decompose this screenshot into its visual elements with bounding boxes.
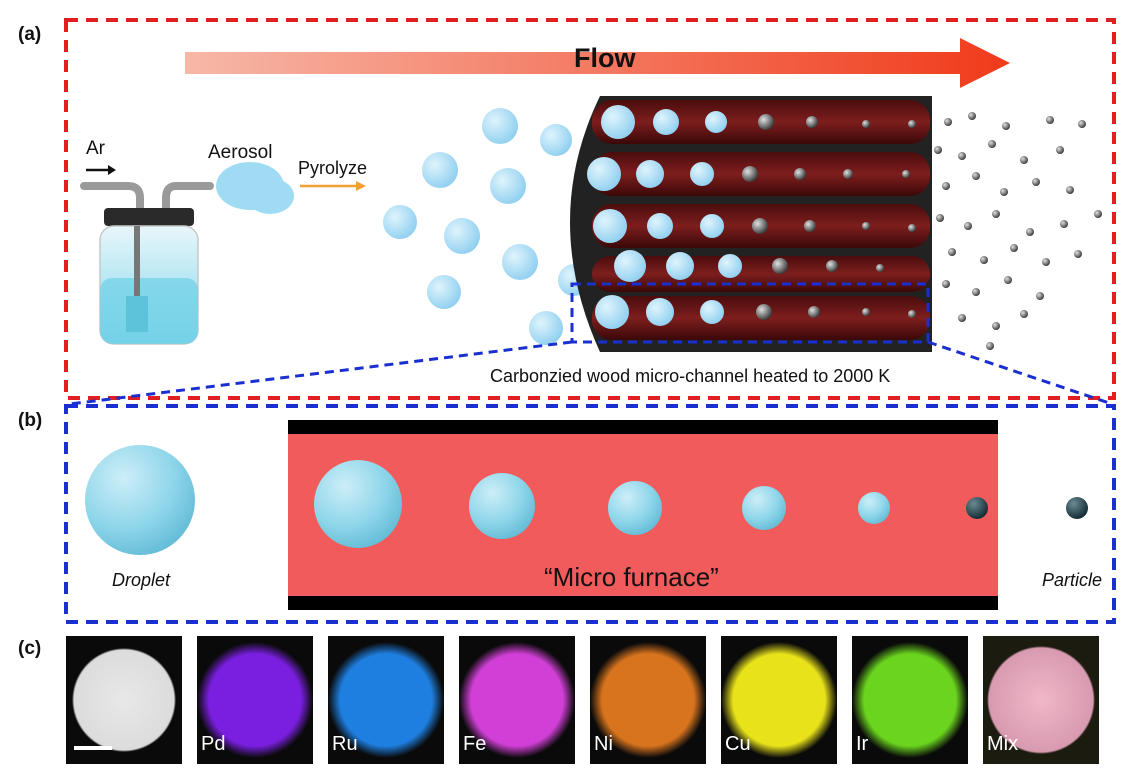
flow-label: Flow [574,43,636,73]
panel-b-label: (b) [18,410,43,431]
channel-caption: Carbonzied wood micro-channel heated to … [490,366,891,386]
eds-map-pd: Pd [197,636,313,764]
wood-microchannels [570,96,932,352]
eds-map-haadf [66,636,182,764]
eds-map-fe: Fe [459,636,575,764]
zoom-box [570,282,930,344]
furnace-wall-top [288,420,998,434]
eds-map-ir: Ir [852,636,968,764]
panel-a-border [64,18,1116,400]
aerosol-label: Aerosol [208,142,273,163]
bubbler-jar [99,208,199,345]
furnace-wall-bottom [288,596,998,610]
gas-pipes [80,182,214,214]
panel-a-illustration [64,18,1116,406]
eds-map-label: Fe [463,733,487,755]
eds-map-label: Pd [201,733,226,755]
panel-c-label: (c) [18,638,42,659]
eds-map-label: Mix [987,733,1019,755]
aerosol-cloud [216,162,294,214]
eds-map-label: Ni [594,733,613,755]
eds-map-label: Ru [332,733,358,755]
furnace-label: “Micro furnace” [544,562,719,592]
panel-b-illustration [64,404,1116,624]
particle-label: Particle [1042,570,1103,590]
scale-bar [74,746,112,750]
pyrolyze-label: Pyrolyze [298,158,368,178]
eds-map-ru: Ru [328,636,444,764]
eds-map-label: Cu [725,733,751,755]
eds-map-cu: Cu [721,636,837,764]
droplet-label: Droplet [112,570,171,590]
eds-map-ni: Ni [590,636,706,764]
panel-b-border [64,404,1116,624]
airborne-droplets [383,108,590,345]
eds-map-label: Ir [856,733,869,755]
panel-a-label: (a) [18,24,42,45]
flow-arrow [185,38,1010,88]
droplet-sphere [85,445,195,555]
gas-label: Ar [86,138,105,159]
output-particles [934,112,1102,350]
shrinking-droplets [314,460,988,548]
eds-map-mix: Mix [983,636,1099,764]
particle-sphere [1066,497,1088,519]
